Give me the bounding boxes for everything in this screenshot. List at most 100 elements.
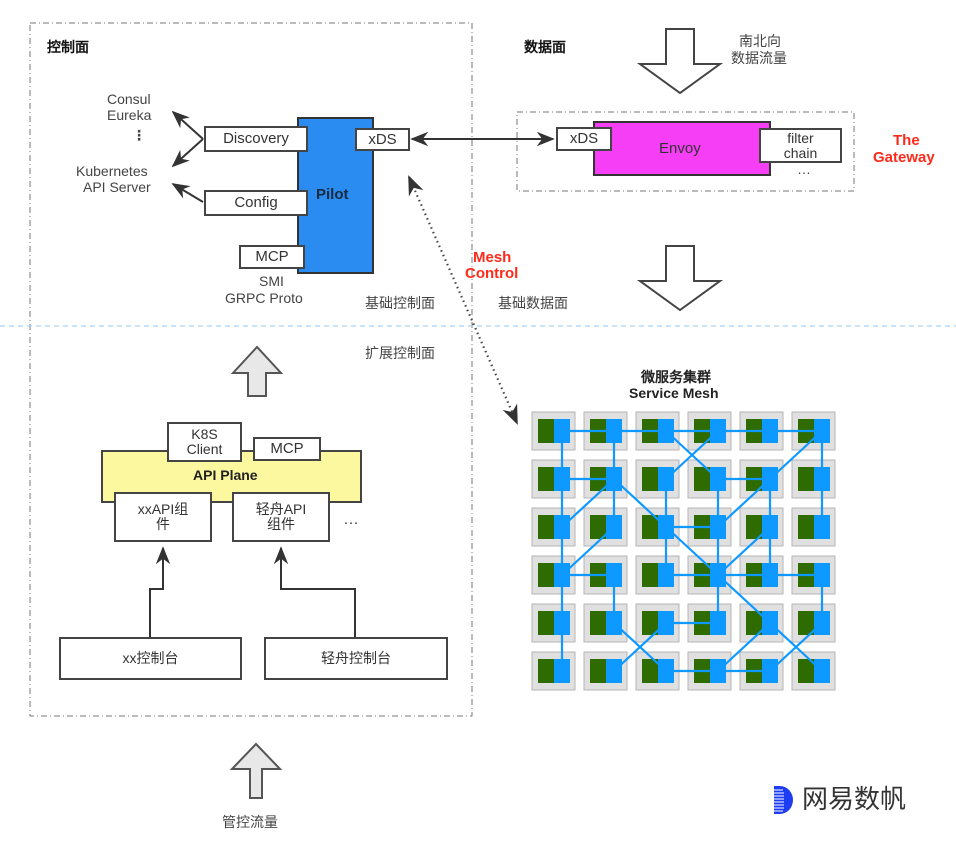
mesh-sidecar-proxy bbox=[762, 419, 778, 443]
mesh-app-container bbox=[642, 659, 659, 683]
mesh-app-container bbox=[746, 611, 763, 635]
mgmt-traffic-label: 管控流量 bbox=[222, 814, 278, 830]
pilot-label: Pilot bbox=[316, 186, 349, 203]
mesh-link bbox=[717, 622, 771, 672]
qz-api-line1: 轻舟API bbox=[255, 501, 307, 518]
filter-line2: chain bbox=[783, 144, 818, 161]
registry-api-server: API Server bbox=[83, 179, 151, 195]
mesh-sidecar-proxy bbox=[814, 611, 830, 635]
filter-line1: filter bbox=[787, 129, 814, 146]
mesh-sidecar-proxy bbox=[554, 467, 570, 491]
mesh-sidecar-proxy bbox=[762, 515, 778, 539]
k8s-client-line1: K8S bbox=[191, 426, 218, 443]
logo-icon bbox=[772, 785, 794, 815]
api-plane-mcp-box: MCP bbox=[253, 437, 321, 461]
mesh-app-container bbox=[798, 515, 815, 539]
mesh-app-container bbox=[538, 611, 555, 635]
k8s-client-box: K8S Client bbox=[167, 422, 242, 462]
ns-traffic-line2: 数据流量 bbox=[731, 50, 787, 66]
discovery-arrow-down bbox=[171, 138, 204, 168]
mesh-sidecar-proxy bbox=[606, 611, 622, 635]
mesh-sidecar-proxy bbox=[554, 419, 570, 443]
config-arrow bbox=[171, 183, 204, 203]
mesh-sidecar-proxy bbox=[658, 611, 674, 635]
mesh-app-container bbox=[642, 515, 659, 539]
mesh-link bbox=[769, 622, 823, 672]
mesh-control-line1: Mesh bbox=[473, 249, 512, 266]
mesh-sidecar-proxy bbox=[606, 515, 622, 539]
mesh-app-container bbox=[798, 467, 815, 491]
mesh-link bbox=[717, 478, 771, 528]
service-mesh-grid bbox=[531, 411, 836, 691]
mesh-title-en: Service Mesh bbox=[629, 385, 719, 401]
mesh-app-container bbox=[590, 611, 607, 635]
mesh-link bbox=[717, 526, 771, 576]
api-plane-label: API Plane bbox=[193, 467, 258, 483]
registry-eureka: Eureka bbox=[107, 107, 152, 123]
mesh-control-line2: Control bbox=[465, 265, 519, 282]
mesh-sidecar-proxy bbox=[710, 467, 726, 491]
mesh-app-container bbox=[642, 467, 659, 491]
mesh-sidecar-proxy bbox=[814, 515, 830, 539]
mesh-sidecar-proxy bbox=[554, 611, 570, 635]
xx-console-box: xx控制台 bbox=[59, 637, 242, 680]
mesh-app-container bbox=[538, 563, 555, 587]
mesh-sidecar-proxy bbox=[606, 419, 622, 443]
api-component-ellipsis: … bbox=[343, 511, 359, 528]
mesh-sidecar-proxy bbox=[814, 659, 830, 683]
xx-api-line2: 件 bbox=[156, 516, 170, 532]
mesh-sidecar-proxy bbox=[814, 419, 830, 443]
mesh-app-container bbox=[590, 515, 607, 539]
north-south-traffic-arrow bbox=[636, 28, 724, 95]
control-plane-title: 控制面 bbox=[47, 39, 89, 55]
discovery-box: Discovery bbox=[204, 126, 308, 152]
mesh-sidecar-proxy bbox=[658, 515, 674, 539]
filter-chain-ellipsis: … bbox=[797, 161, 811, 177]
mesh-sidecar-proxy bbox=[554, 659, 570, 683]
mesh-sidecar-proxy bbox=[710, 419, 726, 443]
mesh-link bbox=[561, 478, 615, 528]
mesh-sidecar-proxy bbox=[710, 659, 726, 683]
extended-control-plane-label: 扩展控制面 bbox=[365, 345, 435, 361]
mesh-sidecar-proxy bbox=[606, 659, 622, 683]
ns-traffic-line1: 南北向 bbox=[739, 33, 781, 49]
mesh-sidecar-proxy bbox=[710, 611, 726, 635]
data-plane-title: 数据面 bbox=[524, 39, 566, 55]
logo-mark bbox=[773, 786, 793, 814]
extended-control-up-arrow bbox=[230, 345, 284, 397]
mesh-app-container bbox=[538, 515, 555, 539]
mesh-sidecar-proxy bbox=[658, 467, 674, 491]
qz-console-box: 轻舟控制台 bbox=[264, 637, 448, 680]
mesh-sidecar-proxy bbox=[554, 515, 570, 539]
gateway-line1: The bbox=[893, 132, 920, 149]
basic-control-plane-label: 基础控制面 bbox=[365, 295, 435, 311]
mesh-link bbox=[561, 526, 615, 576]
envoy-block bbox=[593, 121, 771, 176]
basic-data-plane-label: 基础数据面 bbox=[498, 295, 568, 311]
pilot-xds-box: xDS bbox=[355, 128, 410, 151]
control-plane-frame bbox=[29, 22, 473, 717]
mesh-sidecar-proxy bbox=[658, 659, 674, 683]
filter-chain-box: filter chain bbox=[759, 128, 842, 163]
mesh-app-container bbox=[642, 611, 659, 635]
registry-dots: ⋮ bbox=[132, 127, 146, 143]
mesh-title-cn: 微服务集群 bbox=[641, 369, 711, 385]
mesh-sidecar-proxy bbox=[658, 563, 674, 587]
mesh-app-container bbox=[798, 611, 815, 635]
mesh-sidecar-proxy bbox=[606, 467, 622, 491]
mesh-link bbox=[665, 526, 719, 576]
config-box: Config bbox=[204, 190, 308, 216]
qz-api-line2: 组件 bbox=[267, 516, 295, 532]
mesh-sidecar-proxy bbox=[762, 659, 778, 683]
mesh-app-container bbox=[538, 467, 555, 491]
mesh-sidecar-proxy bbox=[814, 467, 830, 491]
qz-api-component-box: 轻舟API 组件 bbox=[232, 492, 330, 542]
registry-consul: Consul bbox=[107, 91, 151, 107]
mesh-link bbox=[769, 430, 823, 480]
envoy-label: Envoy bbox=[659, 140, 701, 157]
mesh-sidecar-proxy bbox=[710, 515, 726, 539]
qz-console-arrow bbox=[273, 546, 356, 638]
discovery-arrow-up bbox=[171, 110, 204, 140]
gateway-line2: Gateway bbox=[873, 149, 935, 166]
mesh-link bbox=[665, 430, 719, 480]
